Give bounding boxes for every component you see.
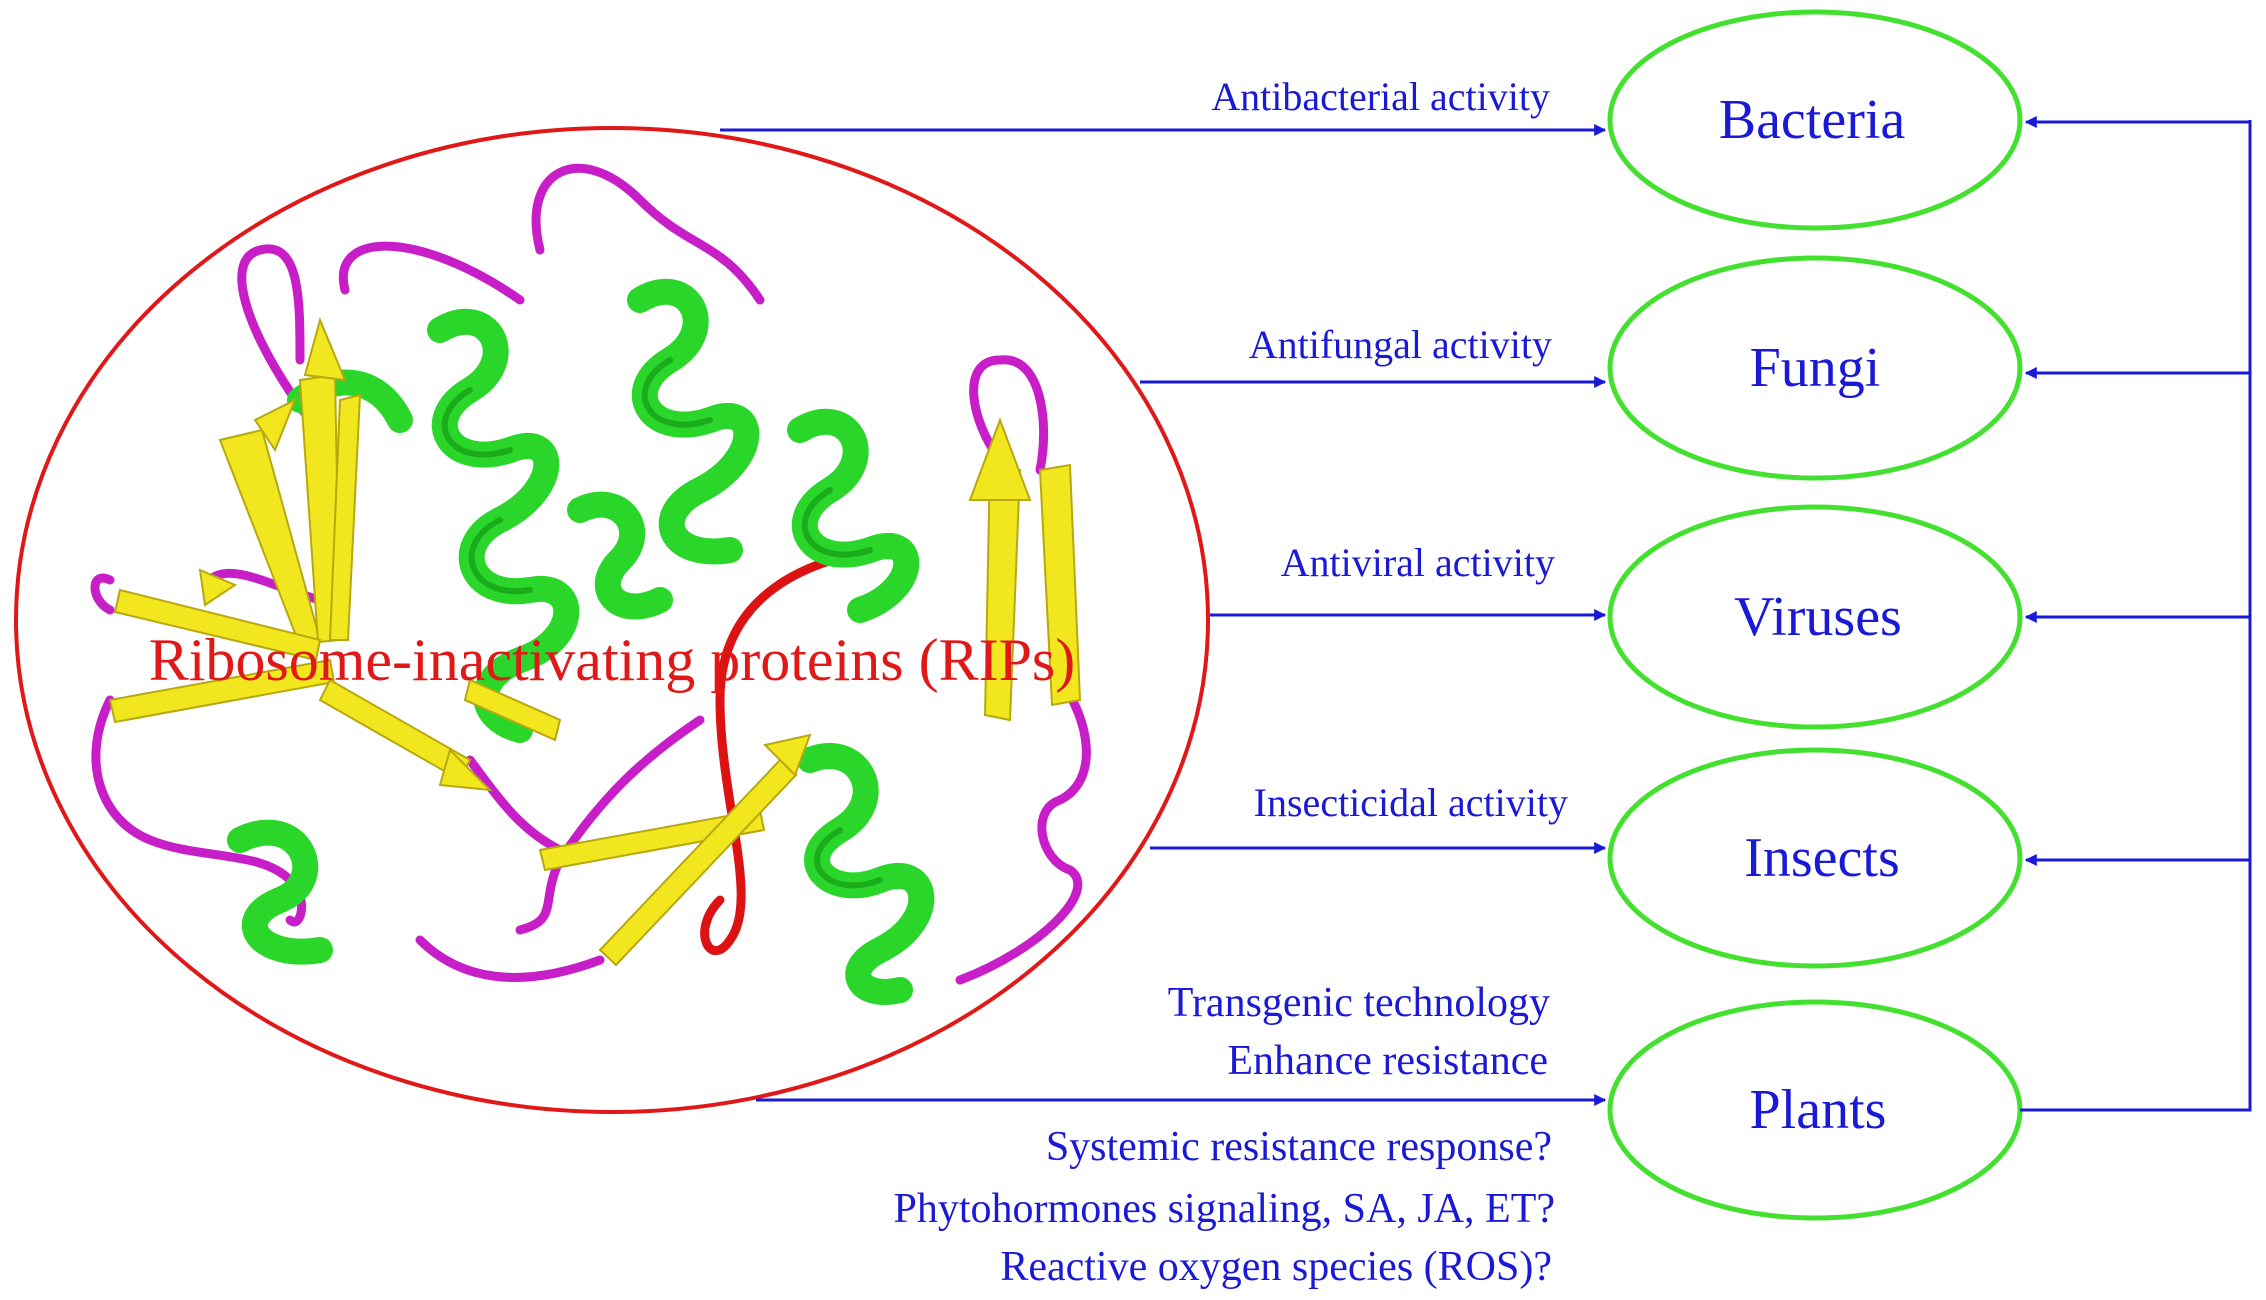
node-label-plants: Plants bbox=[1750, 1079, 1887, 1141]
activity-label-fungi: Antifungal activity bbox=[1249, 322, 1552, 367]
plant-note-systemic: Systemic resistance response? bbox=[1046, 1124, 1552, 1170]
rip-protein-group: Ribosome-inactivating proteins (RIPs) bbox=[14, 126, 1210, 1114]
plant-notes: Transgenic technology Enhance resistance… bbox=[894, 980, 1555, 1290]
node-label-insects: Insects bbox=[1744, 827, 1900, 889]
node-viruses: Viruses bbox=[1607, 504, 2023, 730]
protein-helices-shade bbox=[441, 357, 883, 889]
active-site-loop bbox=[700, 545, 885, 955]
node-plants: Plants bbox=[1607, 999, 2023, 1221]
node-label-fungi: Fungi bbox=[1750, 337, 1881, 399]
node-bacteria: Bacteria bbox=[1607, 9, 2023, 231]
node-label-bacteria: Bacteria bbox=[1719, 89, 1906, 151]
target-nodes: Bacteria Fungi Viruses Insects Plants bbox=[1607, 9, 2023, 1221]
rip-boundary-ellipse bbox=[14, 126, 1210, 1114]
node-fungi: Fungi bbox=[1607, 255, 2023, 481]
activity-label-insects: Insecticidal activity bbox=[1254, 780, 1568, 825]
rip-title: Ribosome-inactivating proteins (RIPs) bbox=[149, 627, 1076, 693]
activity-label-viruses: Antiviral activity bbox=[1281, 540, 1555, 585]
plant-feedback-connector bbox=[2020, 116, 2252, 1112]
activity-label-bacteria: Antibacterial activity bbox=[1211, 74, 1550, 119]
protein-structure-illustration bbox=[90, 163, 1091, 1005]
plant-note-transgenic: Transgenic technology bbox=[1168, 980, 1550, 1026]
plant-note-ros: Reactive oxygen species (ROS)? bbox=[1000, 1244, 1552, 1290]
plant-note-phytohormones: Phytohormones signaling, SA, JA, ET? bbox=[894, 1186, 1555, 1232]
node-label-viruses: Viruses bbox=[1734, 586, 1902, 648]
node-insects: Insects bbox=[1607, 747, 2023, 969]
protein-sheets bbox=[108, 316, 1082, 967]
activity-labels: Antibacterial activity Antifungal activi… bbox=[1211, 74, 1568, 825]
activity-arrows bbox=[720, 124, 1607, 1106]
plant-note-enhance: Enhance resistance bbox=[1227, 1038, 1548, 1084]
plant-feedback-trunk bbox=[2020, 120, 2252, 1112]
